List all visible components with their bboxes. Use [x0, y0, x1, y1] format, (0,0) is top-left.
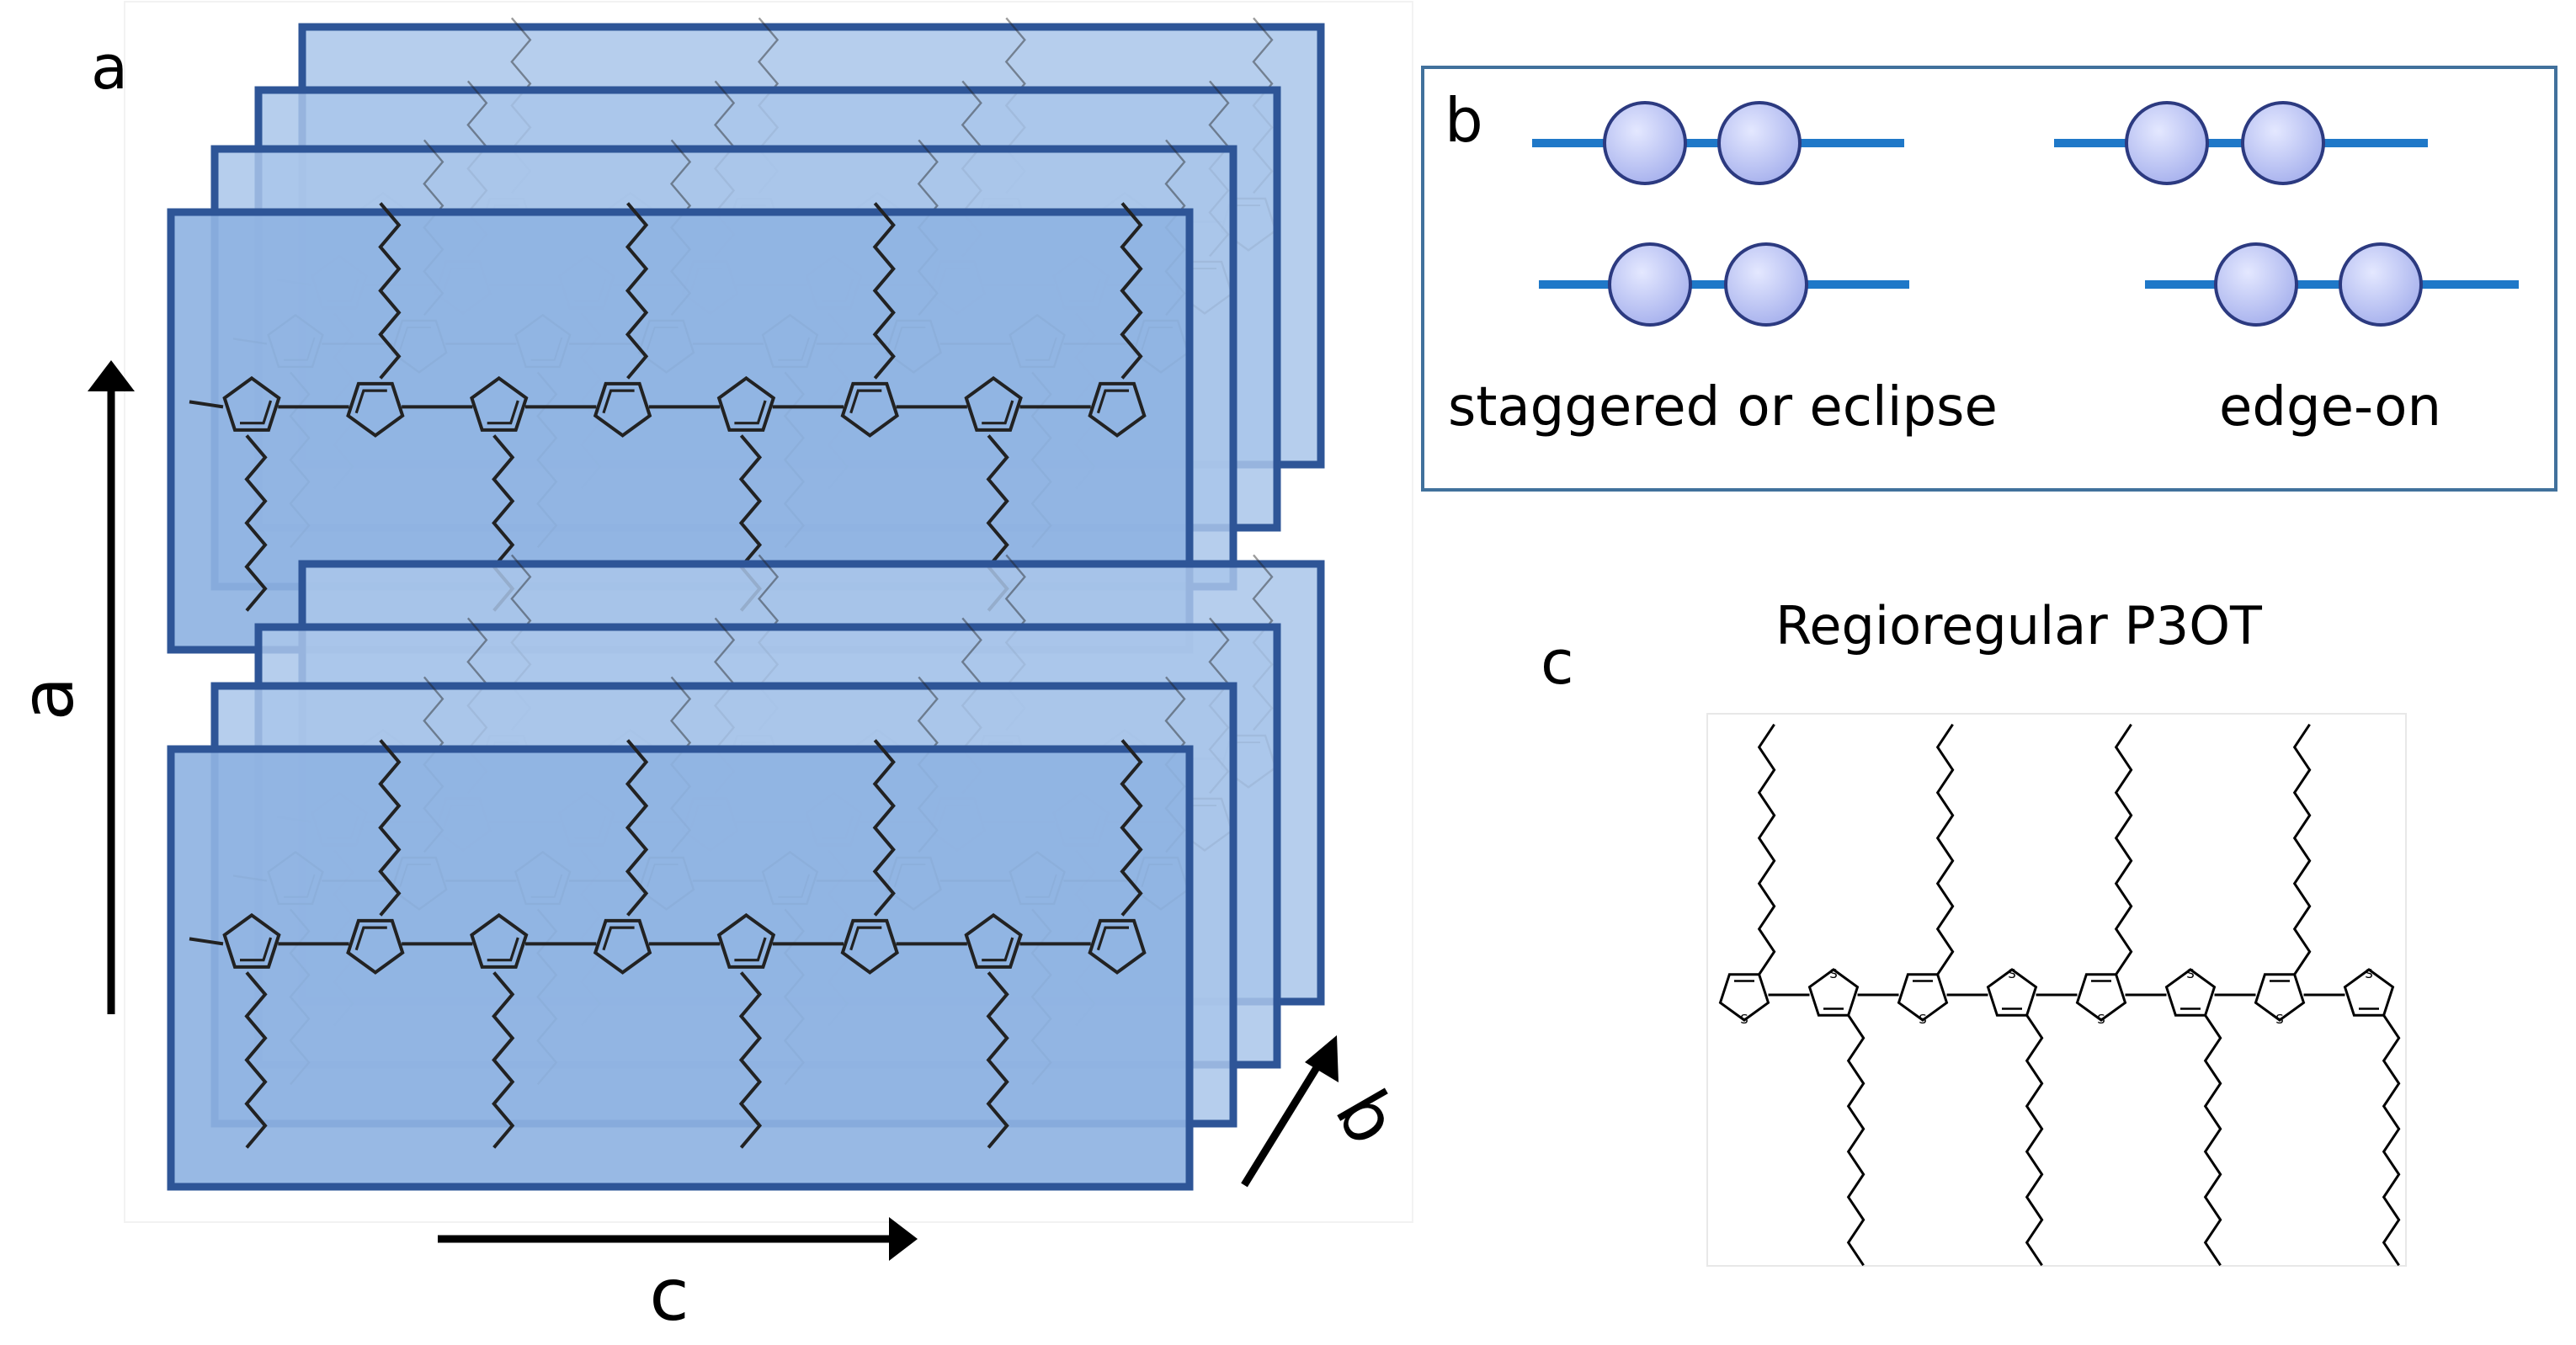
- octyl-chain: [1846, 1014, 1865, 1267]
- axis-a-label: a: [6, 677, 90, 721]
- axis-a-arrow: [88, 360, 135, 1014]
- bead: [2241, 101, 2325, 185]
- panel-c-letter: c: [1541, 627, 1574, 698]
- panel-b: b staggered or eclipse edge-on: [1421, 66, 2557, 492]
- octyl-chain: [1757, 723, 1776, 976]
- octyl-chain: [1935, 723, 1955, 976]
- panel-a-letter: a: [91, 32, 128, 103]
- panel-c: c Regioregular P3OT S S S S S S S S: [1541, 595, 2407, 1267]
- bead-chain: [1539, 242, 1909, 327]
- bead: [2125, 101, 2209, 185]
- thiophene-ring: [2075, 973, 2127, 1022]
- octyl-chain: [2025, 1014, 2044, 1267]
- thiophene-ring: [1897, 973, 1949, 1022]
- bead-chain: [1532, 101, 1904, 185]
- octyl-chain: [2382, 1014, 2401, 1267]
- axis-c-label: c: [649, 1253, 689, 1337]
- bead-chain: [2054, 101, 2428, 185]
- panel-c-title: Regioregular P3OT: [1775, 595, 2263, 657]
- sulfur-atom-label: S: [2097, 1012, 2105, 1027]
- bead: [2214, 242, 2298, 327]
- thiophene-ring: [2164, 968, 2217, 1017]
- sulfur-atom-label: S: [1829, 966, 1838, 981]
- sulfur-atom-label: S: [1919, 1012, 1927, 1027]
- sulfur-atom-label: S: [2186, 966, 2195, 981]
- bead: [1717, 101, 1802, 185]
- thiophene-ring: [1986, 968, 2038, 1017]
- axis-c-arrow: [438, 1217, 918, 1261]
- thiophene-ring: [1718, 973, 1770, 1022]
- bead: [1608, 242, 1692, 327]
- bead: [2339, 242, 2423, 327]
- caption-edge-on: edge-on: [2219, 376, 2441, 439]
- caption-staggered: staggered or eclipse: [1448, 376, 1998, 439]
- bead: [1724, 242, 1808, 327]
- thiophene-ring: [1807, 968, 1860, 1017]
- bead-chain: [2145, 242, 2519, 327]
- sulfur-atom-label: S: [2275, 1012, 2284, 1027]
- sheet-stack-top: [167, 17, 1325, 654]
- thiophene-ring: [2254, 973, 2306, 1022]
- octyl-chain: [2203, 1014, 2222, 1267]
- sulfur-atom-label: S: [2008, 966, 2016, 981]
- axis-b-arrow: [1241, 1035, 1339, 1188]
- sulfur-atom-label: S: [1740, 1012, 1748, 1027]
- thiophene-ring: [2343, 968, 2395, 1017]
- p3ot-structure: S S S S S S S S: [1718, 723, 2401, 1267]
- octyl-chain: [2292, 723, 2312, 976]
- panel-b-letter: b: [1445, 85, 1483, 156]
- bead: [1603, 101, 1687, 185]
- sheet: [167, 739, 1194, 1191]
- panel-a: a a c b: [6, 1, 1414, 1337]
- packing-chains: [1532, 101, 2519, 327]
- sheet-stack-bottom: [167, 554, 1325, 1191]
- octyl-chain: [2114, 723, 2133, 976]
- sulfur-atom-label: S: [2365, 966, 2373, 981]
- chain: [189, 739, 1147, 1149]
